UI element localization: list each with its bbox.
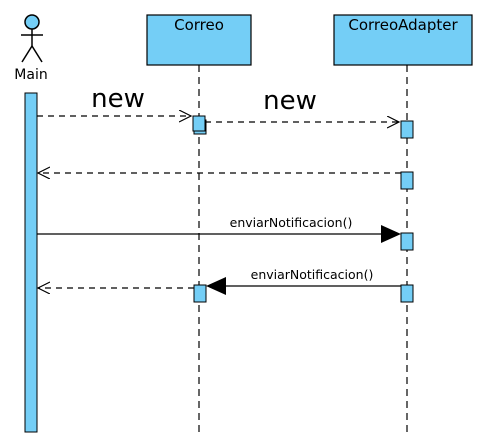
activation-box-adapter-3 — [400, 232, 414, 251]
message-label: enviarNotificacion() — [230, 215, 353, 230]
participant-box — [333, 14, 473, 66]
participant-box — [146, 14, 252, 66]
message-new-correo-to-adapter[interactable]: new — [205, 86, 399, 122]
message-new-main-to-correo[interactable]: new — [37, 84, 191, 116]
activation-box-correo-1 — [192, 115, 206, 132]
message-enviarnotificacion-main-to-adapter[interactable]: enviarNotificacion() — [37, 215, 401, 243]
participant-label: Correo — [174, 16, 224, 34]
activation-box-correo-2 — [193, 284, 207, 303]
activation-box-adapter-4 — [400, 284, 414, 303]
message-label: enviarNotificacion() — [251, 267, 374, 282]
participant-label: CorreoAdapter — [348, 16, 458, 34]
message-enviarnotificacion-adapter-to-correo[interactable]: enviarNotificacion() — [206, 267, 401, 295]
activation-box-adapter-1 — [400, 120, 414, 139]
participant-correoadapter[interactable]: CorreoAdapter — [333, 14, 473, 66]
message-label: new — [263, 86, 317, 116]
main-activation-bar — [24, 92, 38, 433]
filled-arrowhead-icon — [381, 225, 401, 243]
participant-correo[interactable]: Correo — [146, 14, 252, 66]
stick-figure-actor-icon — [21, 14, 43, 63]
actor-label: Main — [14, 67, 47, 83]
message-label: new — [91, 84, 145, 114]
filled-arrowhead-icon — [206, 277, 226, 295]
actor-main[interactable]: Main — [14, 14, 48, 83]
activation-box-adapter-2 — [400, 171, 414, 190]
